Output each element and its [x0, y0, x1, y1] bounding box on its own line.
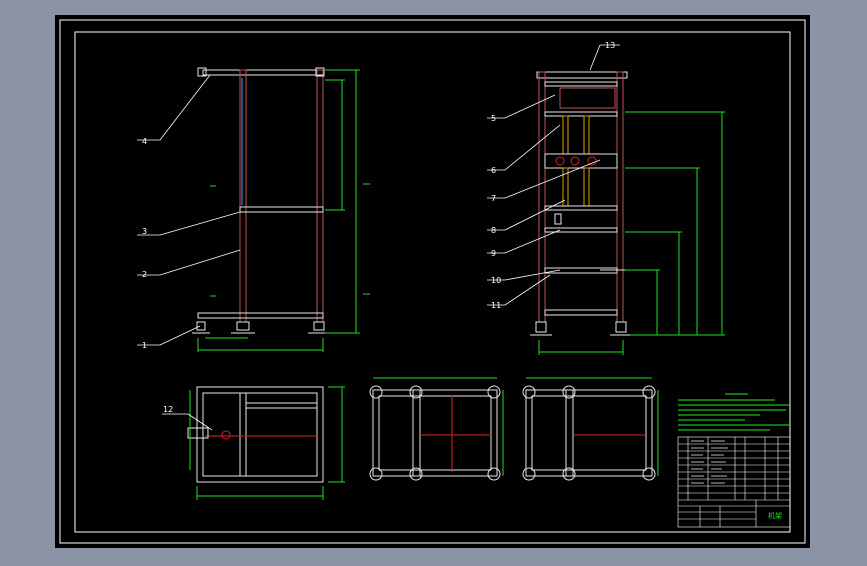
drawing-sheet [55, 15, 810, 548]
balloon-7: 7 [491, 194, 496, 203]
top-view-1 [187, 386, 345, 500]
balloon-2: 2 [142, 270, 147, 279]
front-view [530, 71, 725, 355]
inner-border [74, 31, 791, 533]
balloons-front-view [487, 44, 620, 306]
balloon-10: 10 [491, 276, 501, 285]
technical-notes [678, 393, 790, 431]
balloon-1: 1 [142, 341, 147, 350]
balloon-9: 9 [491, 249, 496, 258]
outer-border [59, 19, 806, 544]
balloon-13: 13 [605, 41, 615, 50]
balloon-3: 3 [142, 227, 147, 236]
balloons-side-view [137, 74, 241, 346]
balloon-5: 5 [491, 114, 496, 123]
balloon-11: 11 [491, 301, 501, 310]
top-view-3 [522, 377, 659, 481]
balloon-8: 8 [491, 226, 496, 235]
parts-list-table [677, 436, 791, 528]
title-drawing-name: 机架 [768, 511, 782, 520]
side-view [192, 67, 370, 352]
balloon-12-leader [162, 413, 213, 431]
balloon-6: 6 [491, 166, 496, 175]
parts-list-entries [691, 440, 728, 484]
balloon-4: 4 [142, 137, 147, 146]
top-view-2 [369, 377, 504, 481]
balloon-12: 12 [163, 405, 173, 414]
